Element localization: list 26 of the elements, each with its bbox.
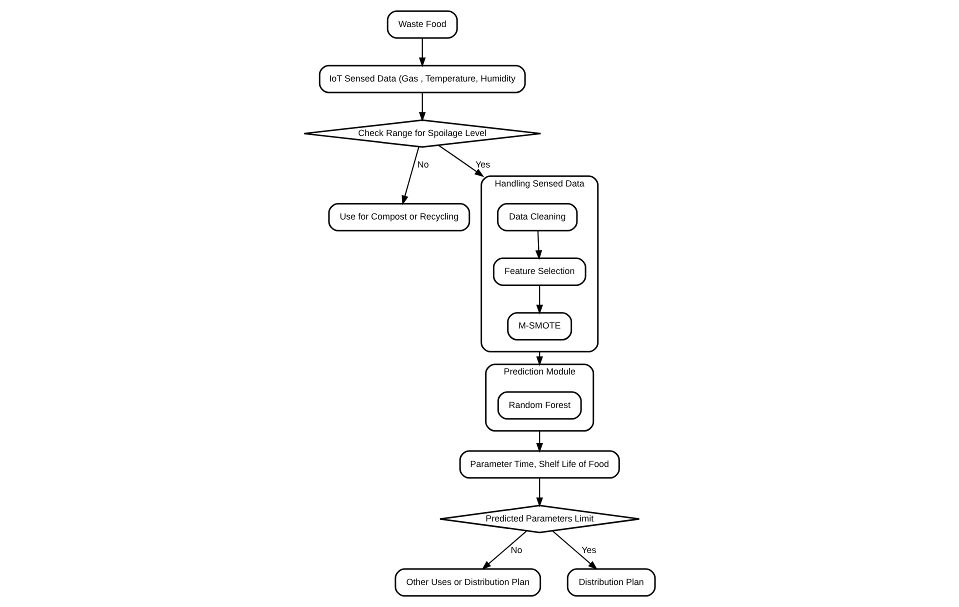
edge-label: Yes bbox=[476, 160, 490, 170]
edge-label: No bbox=[510, 545, 522, 556]
arrow bbox=[418, 92, 426, 122]
arrow bbox=[535, 230, 542, 260]
arrow bbox=[536, 285, 543, 315]
node-box: Other Uses or Distribution Plan bbox=[394, 568, 542, 597]
node-box: Parameter Time, Shelf Life of Food bbox=[459, 450, 620, 479]
arrow bbox=[536, 478, 543, 508]
arrow bbox=[482, 530, 528, 570]
node-box: Random Forest bbox=[497, 391, 582, 420]
arrow bbox=[536, 430, 543, 453]
node-box: Feature Selection bbox=[492, 258, 586, 286]
arrow bbox=[438, 144, 484, 178]
node-diamond: Check Range for Spoilage Level bbox=[303, 119, 542, 148]
node-box: M-SMOTE bbox=[507, 312, 572, 340]
arrow bbox=[418, 38, 426, 68]
node-box: Waste Food bbox=[386, 10, 458, 39]
node-box: Use for Compost or Recycling bbox=[328, 203, 470, 232]
node-diamond: Predicted Parameters Limit bbox=[439, 504, 640, 534]
arrow bbox=[402, 146, 420, 206]
node-box: Distribution Plan bbox=[566, 568, 656, 597]
edge-label: No bbox=[417, 160, 429, 170]
arrow bbox=[552, 530, 598, 570]
node-box: IoT Sensed Data (Gas , Temperature, Humidity bbox=[318, 64, 526, 94]
edge-label: Yes bbox=[582, 545, 596, 556]
node-box: Data Cleaning bbox=[497, 203, 578, 232]
